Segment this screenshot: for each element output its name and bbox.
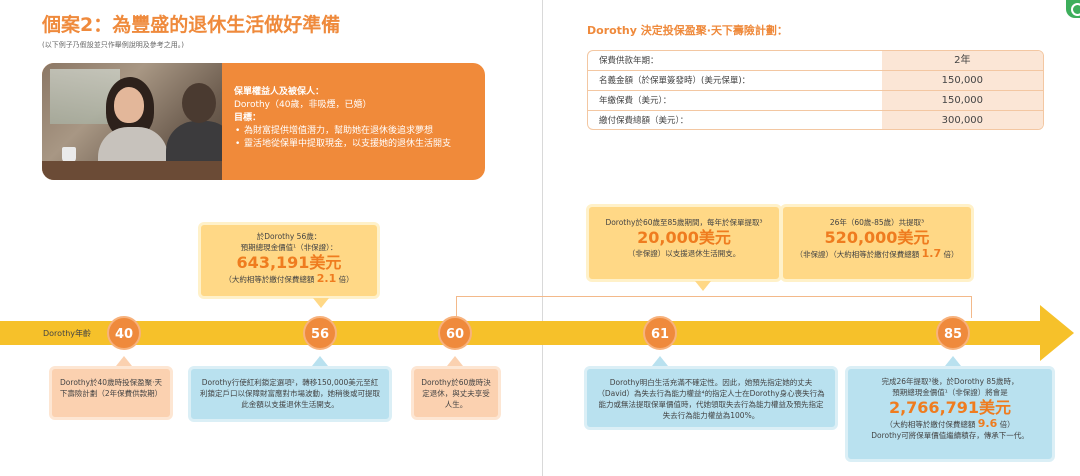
couple-photo xyxy=(42,63,222,180)
profile-card: 保單權益人及被保人： Dorothy（40歲，非吸煙，已婚） 目標： 為財富提供… xyxy=(42,63,485,180)
callout-age-85: 完成26年提取³後，於Dorothy 85歲時， 預期總現金價值¹（非保證）將會… xyxy=(845,366,1055,462)
callout-text: Dorothy行使紅利鎖定選項²，轉移150,000美元至紅利鎖定戶口以保障財富… xyxy=(200,378,380,409)
callout-age-56-lock: Dorothy行使紅利鎖定選項²，轉移150,000美元至紅利鎖定戶口以保障財富… xyxy=(188,366,392,422)
callout-line: Dorothy於60歲至85歲期間，每年於保單提取³ xyxy=(605,218,763,227)
goal-item: 靈活地從保單中提取現金，以支援她的退休生活開支 xyxy=(234,138,451,151)
total-withdrawal-amount: 520,000美元 xyxy=(824,228,930,247)
page-title: 個案2：為豐盛的退休生活做好準備 xyxy=(42,14,341,36)
age-marker-61: 61 xyxy=(643,316,677,350)
profile-details: 保單權益人及被保人： Dorothy（40歲，非吸煙，已婚） 目標： 為財富提供… xyxy=(234,86,451,151)
plan-title: Dorothy 決定投保盈聚·天下壽險計劃： xyxy=(587,24,788,37)
callout-text: （非保證）（大約相等於繳付保費總額 xyxy=(795,250,920,259)
callout-text: 倍） xyxy=(999,420,1015,429)
corner-badge-icon[interactable] xyxy=(1066,0,1080,18)
annual-withdrawal-amount: 20,000美元 xyxy=(637,228,731,247)
callout-annual-withdrawal: Dorothy於60歲至85歲期間，每年於保單提取³ 20,000美元 （非保證… xyxy=(586,204,782,282)
callout-line: （非保證）以支援退休生活開支。 xyxy=(627,249,741,258)
withdrawal-period-bracket xyxy=(456,296,972,318)
callout-pointer xyxy=(695,281,711,291)
plan-row-label: 年繳保費（美元）： xyxy=(599,96,672,106)
age-marker-40: 40 xyxy=(107,316,141,350)
callout-line: 預期總現金價值¹（非保證）將會是 xyxy=(892,388,1008,397)
callout-age-40: Dorothy於40歲時投保盈聚·天下壽險計劃（2年保費供款期） xyxy=(49,366,173,420)
final-cash-value-amount: 2,766,791美元 xyxy=(888,398,1012,417)
page-divider xyxy=(542,0,543,476)
callout-line: （大約相等於繳付保費總額 2.1 倍） xyxy=(201,273,377,285)
callout-total-withdrawal: 26年（60歲-85歲）共提取³ 520,000美元 （非保證）（大約相等於繳付… xyxy=(780,204,974,282)
callout-text: Dorothy明白生活充滿不確定性。因此，她預先指定她的丈夫（David）為失去… xyxy=(597,378,825,420)
timeline-arrow-head xyxy=(1040,305,1074,361)
goal-item: 為財富提供增值潛力，幫助她在退休後追求夢想 xyxy=(234,125,451,138)
plan-row: 年繳保費（美元）： 150,000 xyxy=(588,91,1043,111)
callout-text: Dorothy於40歲時投保盈聚·天下壽險計劃（2年保費供款期） xyxy=(59,378,163,398)
callout-age-56-value: 於Dorothy 56歲： 預期總現金價值¹（非保證）： 643,191美元 （… xyxy=(198,222,380,299)
multiple-value: 1.7 xyxy=(921,247,942,260)
callout-line: 26年（60歲-85歲）共提取³ xyxy=(829,218,925,227)
multiple-value: 2.1 xyxy=(316,272,337,285)
timeline-label: Dorothy年齡 xyxy=(43,329,92,338)
plan-row-value: 300,000 xyxy=(881,111,1043,129)
plan-row-label: 繳付保費總額（美元）： xyxy=(599,116,689,126)
age-marker-56: 56 xyxy=(303,316,337,350)
plan-row-value: 2年 xyxy=(881,51,1043,70)
callout-pointer xyxy=(313,298,329,308)
plan-row: 名義金額（於保單簽發時）(美元保單)： 150,000 xyxy=(588,71,1043,91)
goal-list: 為財富提供增值潛力，幫助她在退休後追求夢想 靈活地從保單中提取現金，以支援她的退… xyxy=(234,125,451,151)
callout-text: Dorothy於60歲時決定退休，與丈夫享受人生。 xyxy=(421,378,491,409)
callout-line: 完成26年提取³後，於Dorothy 85歲時， xyxy=(881,377,1019,386)
callout-line: （非保證）（大約相等於繳付保費總額 1.7 倍） xyxy=(783,248,971,260)
callout-line: （大約相等於繳付保費總額 9.6 倍） xyxy=(852,418,1048,430)
age-marker-85: 85 xyxy=(936,316,970,350)
callout-age-61: Dorothy明白生活充滿不確定性。因此，她預先指定她的丈夫（David）為失去… xyxy=(584,366,838,430)
callout-text: （大約相等於繳付保費總額 xyxy=(224,275,315,284)
plan-row-value: 150,000 xyxy=(881,91,1043,110)
plan-row: 保費供款年期： 2年 xyxy=(588,51,1043,71)
plan-table: 保費供款年期： 2年 名義金額（於保單簽發時）(美元保單)： 150,000 年… xyxy=(587,50,1044,130)
callout-line: 預期總現金價值¹（非保證）： xyxy=(240,243,338,252)
callout-pointer xyxy=(447,356,463,366)
timeline-arrow xyxy=(0,321,1058,345)
callout-pointer xyxy=(652,356,668,366)
policyholder-heading: 保單權益人及被保人： xyxy=(234,87,325,97)
callout-pointer xyxy=(945,356,961,366)
callout-line: 於Dorothy 56歲： xyxy=(256,232,322,241)
page-subtitle: (以下例子乃假設並只作舉例說明及參考之用。) xyxy=(42,41,184,49)
callout-line: Dorothy可將保單價值繼續積存，傳承下一代。 xyxy=(871,431,1029,440)
callout-pointer xyxy=(116,356,132,366)
age-marker-60: 60 xyxy=(438,316,472,350)
multiple-value: 9.6 xyxy=(977,417,998,430)
callout-age-60: Dorothy於60歲時決定退休，與丈夫享受人生。 xyxy=(411,366,501,420)
callout-text: 倍） xyxy=(943,250,959,259)
plan-row-label: 名義金額（於保單簽發時）(美元保單)： xyxy=(599,76,751,86)
insured-person: Dorothy（40歲，非吸煙，已婚） xyxy=(234,100,372,110)
plan-row-label: 保費供款年期： xyxy=(599,56,659,66)
cash-value-amount: 643,191美元 xyxy=(236,253,342,272)
plan-row-value: 150,000 xyxy=(881,71,1043,90)
plan-row: 繳付保費總額（美元）： 300,000 xyxy=(588,111,1043,129)
callout-text: （大約相等於繳付保費總額 xyxy=(885,420,976,429)
callout-text: 倍） xyxy=(338,275,354,284)
callout-pointer xyxy=(312,356,328,366)
goal-heading: 目標： xyxy=(234,113,262,123)
